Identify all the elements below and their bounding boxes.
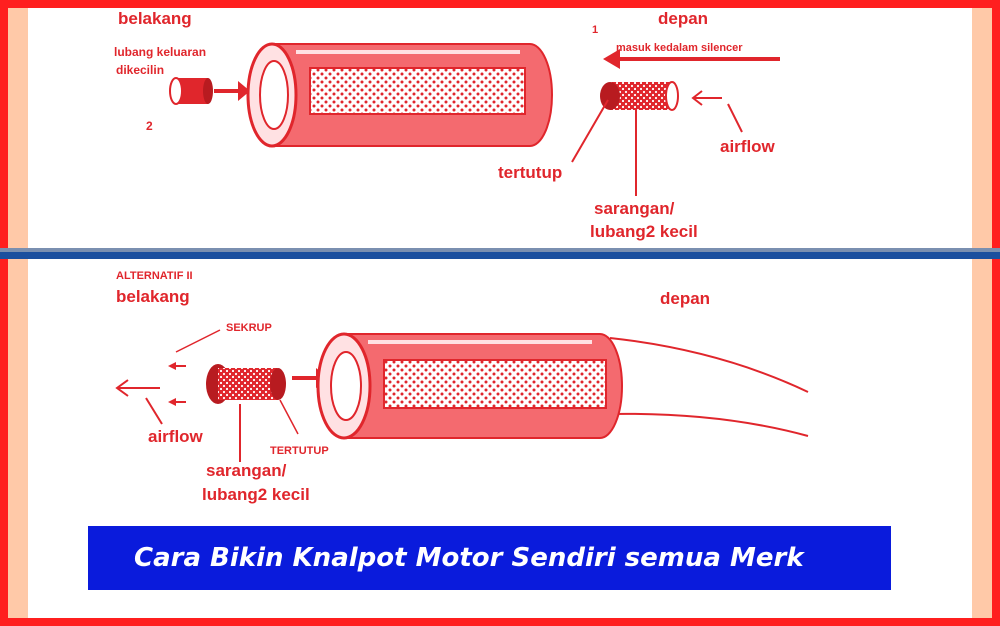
bottom-label-mesh-line2: lubang2 kecil: [202, 485, 310, 504]
top-label-outlet-line2: dikecilin: [116, 63, 164, 77]
bottom-muffler-pipe: [316, 332, 623, 440]
bottom-mesh-cylinder: [206, 364, 286, 404]
bottom-label-closed: TERTUTUP: [270, 445, 329, 457]
top-label-airflow: airflow: [720, 137, 776, 156]
bottom-label-screw: SEKRUP: [226, 322, 272, 334]
top-arrow-enter: [603, 49, 780, 69]
top-label-num2: 2: [146, 119, 153, 133]
top-label-closed: tertutup: [498, 163, 562, 182]
top-label-num1: 1: [592, 24, 598, 36]
bottom-callout-closed: [279, 399, 299, 435]
bottom-tail-pipe: [609, 337, 809, 437]
bottom-screw-pointers: [168, 329, 221, 406]
top-label-front: depan: [658, 9, 708, 28]
top-airflow-arrow: [691, 90, 743, 133]
title-banner: Cara Bikin Knalpot Motor Sendiri semua M…: [88, 526, 891, 590]
top-mesh-cylinder: [600, 81, 679, 111]
bottom-diagram: ALTERNATIF II belakang depan SEKRUP airf…: [115, 270, 809, 504]
top-outlet-cylinder: [169, 77, 213, 105]
divider-band: [0, 248, 1000, 259]
top-diagram: belakang depan 1 masuk kedalam silencer …: [114, 9, 780, 241]
top-label-mesh-line2: lubang2 kecil: [590, 222, 698, 241]
bottom-label-airflow: airflow: [148, 427, 204, 446]
top-label-rear: belakang: [118, 9, 192, 28]
top-callout-closed: [571, 99, 609, 163]
bottom-label-rear: belakang: [116, 287, 190, 306]
bottom-label-front: depan: [660, 289, 710, 308]
bottom-airflow-arrow: [115, 379, 163, 425]
top-muffler-pipe: [246, 42, 553, 148]
bottom-label-mesh-line1: sarangan/: [206, 461, 287, 480]
top-arrow-into-pipe: [214, 81, 250, 101]
banner-title: Cara Bikin Knalpot Motor Sendiri semua M…: [134, 543, 805, 573]
top-label-mesh-line1: sarangan/: [594, 199, 675, 218]
top-label-enter: masuk kedalam silencer: [616, 42, 743, 54]
top-label-outlet-line1: lubang keluaran: [114, 45, 206, 59]
bottom-label-alternative: ALTERNATIF II: [116, 270, 193, 282]
